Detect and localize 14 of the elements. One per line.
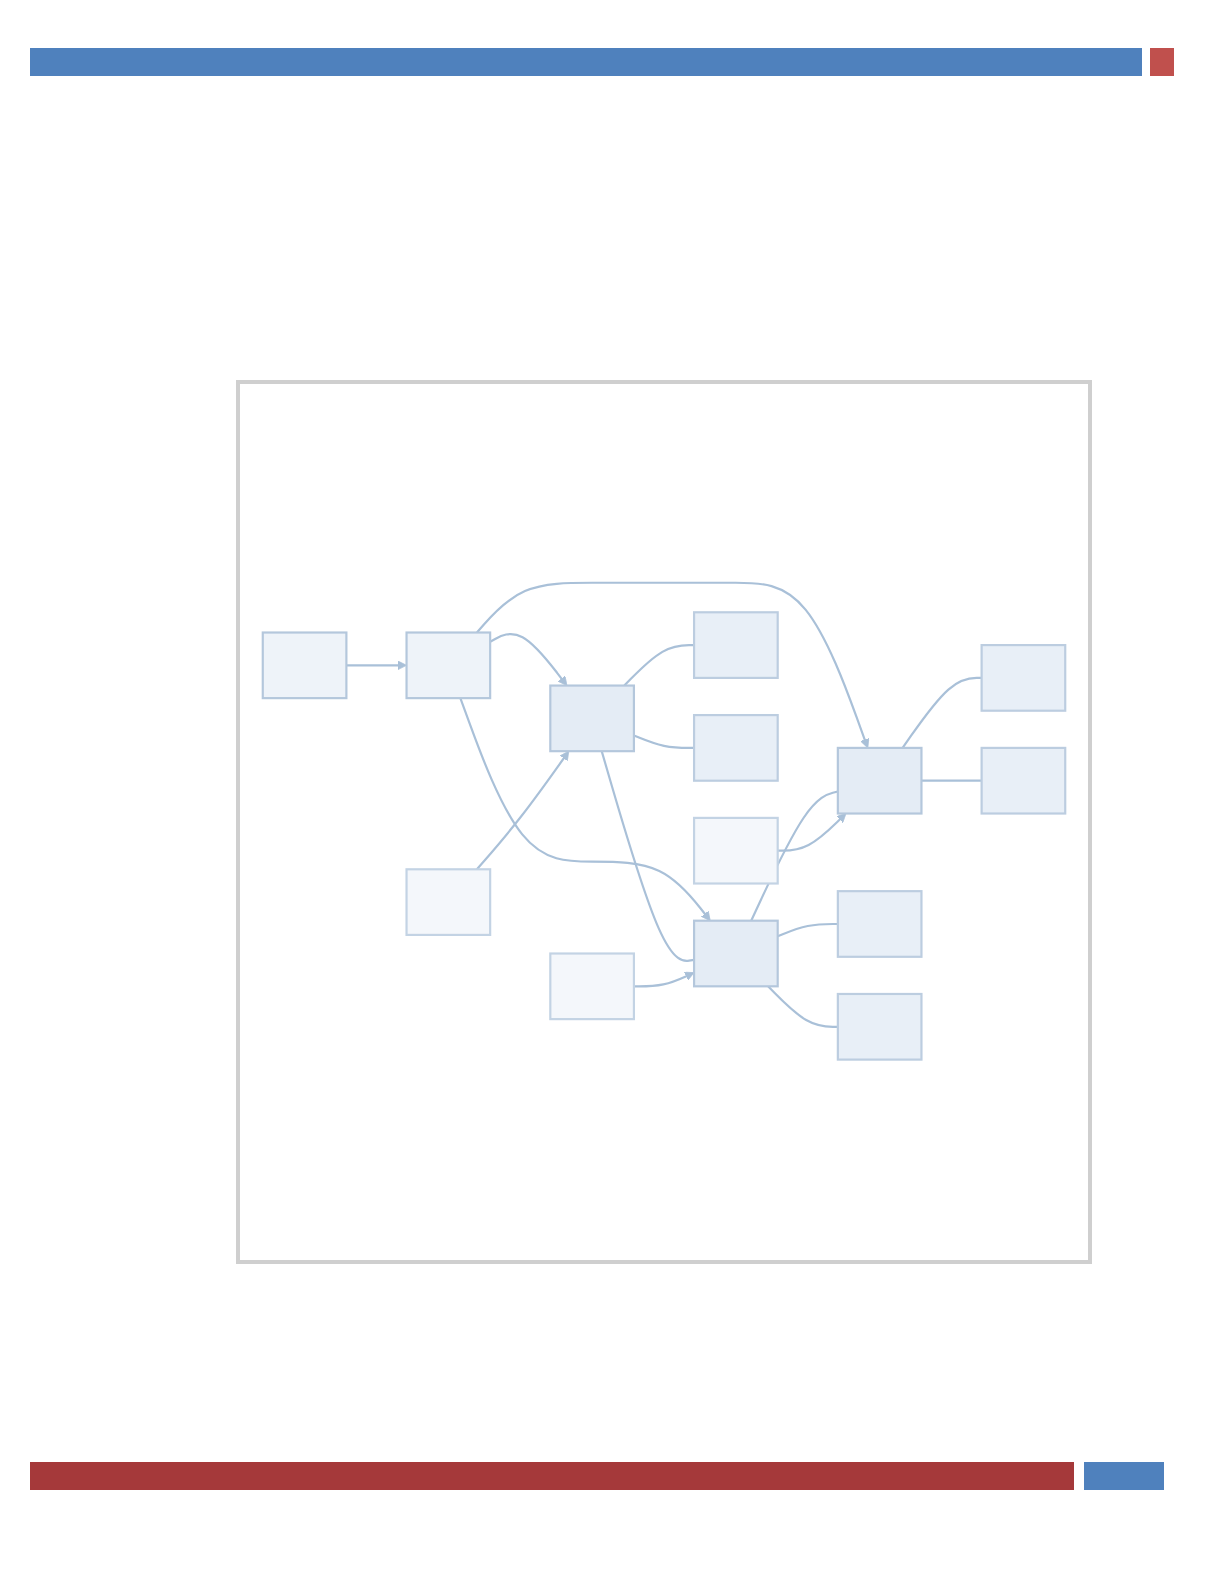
- arrow: [633, 972, 695, 989]
- connector: [921, 780, 982, 783]
- connector: [623, 644, 695, 688]
- connector: [767, 986, 838, 1029]
- arrow: [489, 633, 568, 687]
- connector: [777, 923, 838, 939]
- connector: [633, 735, 695, 750]
- arrow: [459, 698, 711, 922]
- arrow: [777, 813, 847, 853]
- connector: [901, 677, 982, 750]
- arrow: [476, 582, 870, 750]
- arrow: [476, 751, 570, 871]
- arrow: [346, 661, 407, 671]
- connector: [600, 751, 695, 963]
